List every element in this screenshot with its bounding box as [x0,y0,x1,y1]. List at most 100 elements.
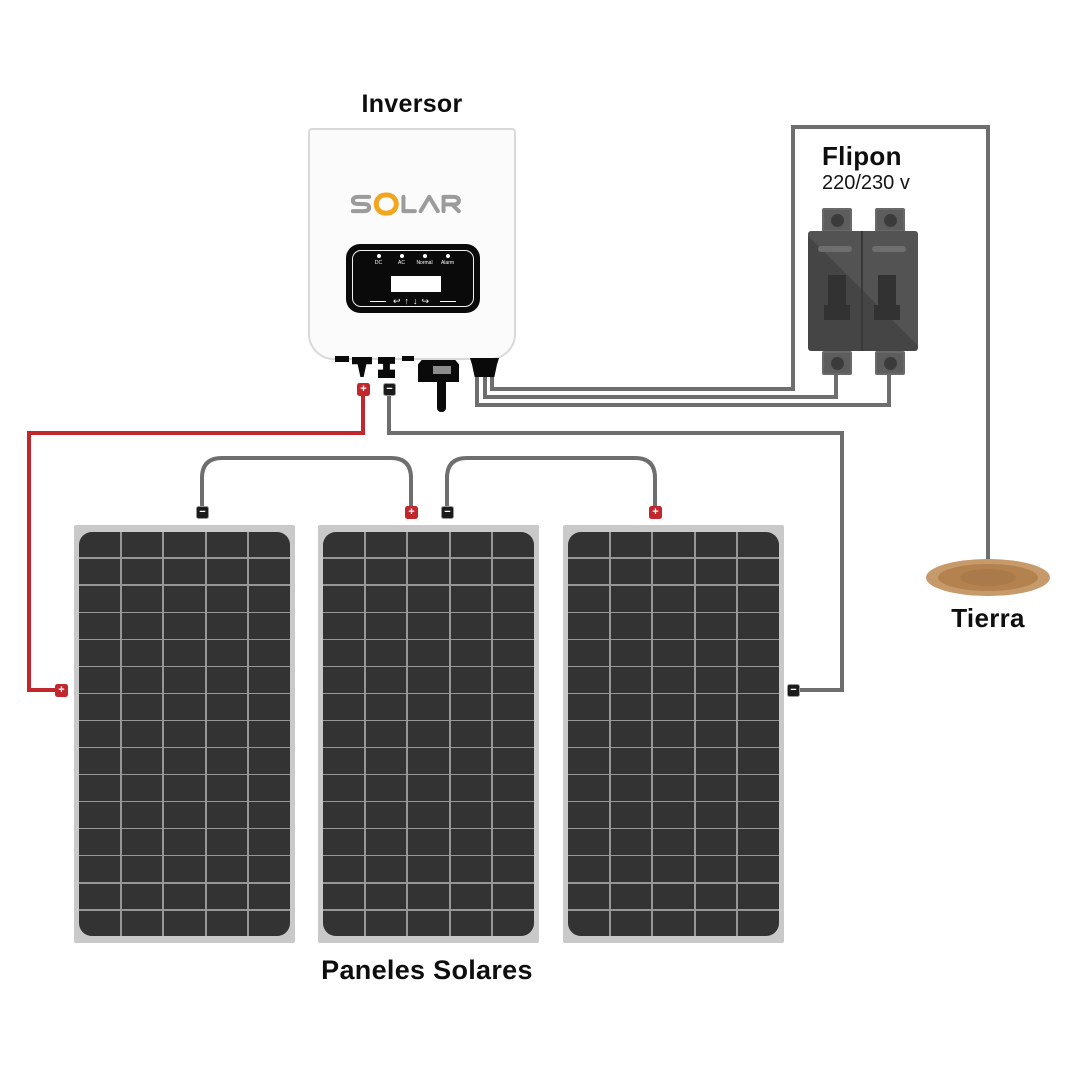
panel-cell [738,532,779,558]
panel-cell [738,829,779,855]
panel-cell [408,694,449,720]
panel-cell [323,559,364,585]
panel-cell [164,775,205,801]
panel-cell [493,613,534,639]
panel-cell [249,586,290,612]
panel2-negative-terminal-badge: − [441,506,454,519]
inverter-label: Inversor [361,90,463,118]
panel-cell [408,802,449,828]
panel-cell [249,802,290,828]
led-alarm: Alarm [440,254,456,266]
panel-grid [323,532,534,936]
panel-cell [653,559,694,585]
display-buttons: ↩↑↓↪ [346,297,480,306]
panel-cell [323,640,364,666]
panel-cell [610,586,652,612]
panel-cell [365,910,407,936]
panel-cell [450,532,492,558]
panel-cell [653,532,694,558]
wire-ac-line-to-breaker-right [475,370,891,407]
panel-cell [79,802,120,828]
panel-cell [695,721,737,747]
panel-cell [653,613,694,639]
panel-cell [568,721,609,747]
panel2-positive-terminal-badge: + [405,506,418,519]
panel-cell [695,910,737,936]
led-dot [445,254,450,258]
panel-cell [121,802,163,828]
panel-cell [408,775,449,801]
decor-line [369,300,386,303]
com-antenna-stem [437,381,446,412]
panel-cell [695,829,737,855]
panel-cell [323,883,364,909]
panel-cell [450,586,492,612]
panel-cell [493,910,534,936]
panel1-positive-terminal-badge: + [55,684,68,697]
panel-cell [695,640,737,666]
panel-cell [493,667,534,693]
panel-cell [568,640,609,666]
panel-cell [568,829,609,855]
panel-cell [450,667,492,693]
panel-cell [323,829,364,855]
panel-cell [568,613,609,639]
lcd-screen [391,276,441,292]
display-outline [352,250,474,307]
panel-cell [695,559,737,585]
panel-cell [323,910,364,936]
breaker-slot-right [872,246,906,252]
panel-cell [206,829,248,855]
panel-cell [450,910,492,936]
panel-cell [610,532,652,558]
panel-cell [365,667,407,693]
panel-cell [738,640,779,666]
com-port-slot [433,366,451,374]
panel-cell [450,748,492,774]
panel-cell [738,883,779,909]
panel-cell [695,802,737,828]
panel-cell [450,856,492,882]
panel-cell [610,883,652,909]
panel-cell [493,775,534,801]
panel-cell [164,694,205,720]
led-normal: Normal [416,254,433,266]
panel-cell [365,694,407,720]
panel-cell [79,667,120,693]
panel-cell [365,883,407,909]
panel-cell [79,721,120,747]
panel-cell [206,748,248,774]
panel-cell [695,775,737,801]
panel-cell [164,883,205,909]
panel-cell [653,721,694,747]
inverter-vent-bar [402,356,414,361]
panel-cell [738,856,779,882]
panel-cell [653,775,694,801]
ac-output-connector-icon [470,358,499,377]
logo-letter-a [418,194,440,214]
panel-cell [249,694,290,720]
panel-cell [206,613,248,639]
panel-cell [610,559,652,585]
panel-cell [79,829,120,855]
panel-cell [653,586,694,612]
panel-cell [450,694,492,720]
panel-cell [323,613,364,639]
solar-panel-3 [563,525,784,943]
panel-cell [121,613,163,639]
panel-cell [365,829,407,855]
panel3-positive-terminal-badge: + [649,506,662,519]
panel-cell [206,721,248,747]
panel-cell [365,748,407,774]
panel-cell [610,640,652,666]
panel-cell [249,910,290,936]
panel-cell [695,856,737,882]
panel-cell [121,883,163,909]
panel-cell [79,775,120,801]
panel-cell [323,721,364,747]
panel-cell [164,640,205,666]
breaker-slot-left [818,246,852,252]
panel-cell [206,802,248,828]
